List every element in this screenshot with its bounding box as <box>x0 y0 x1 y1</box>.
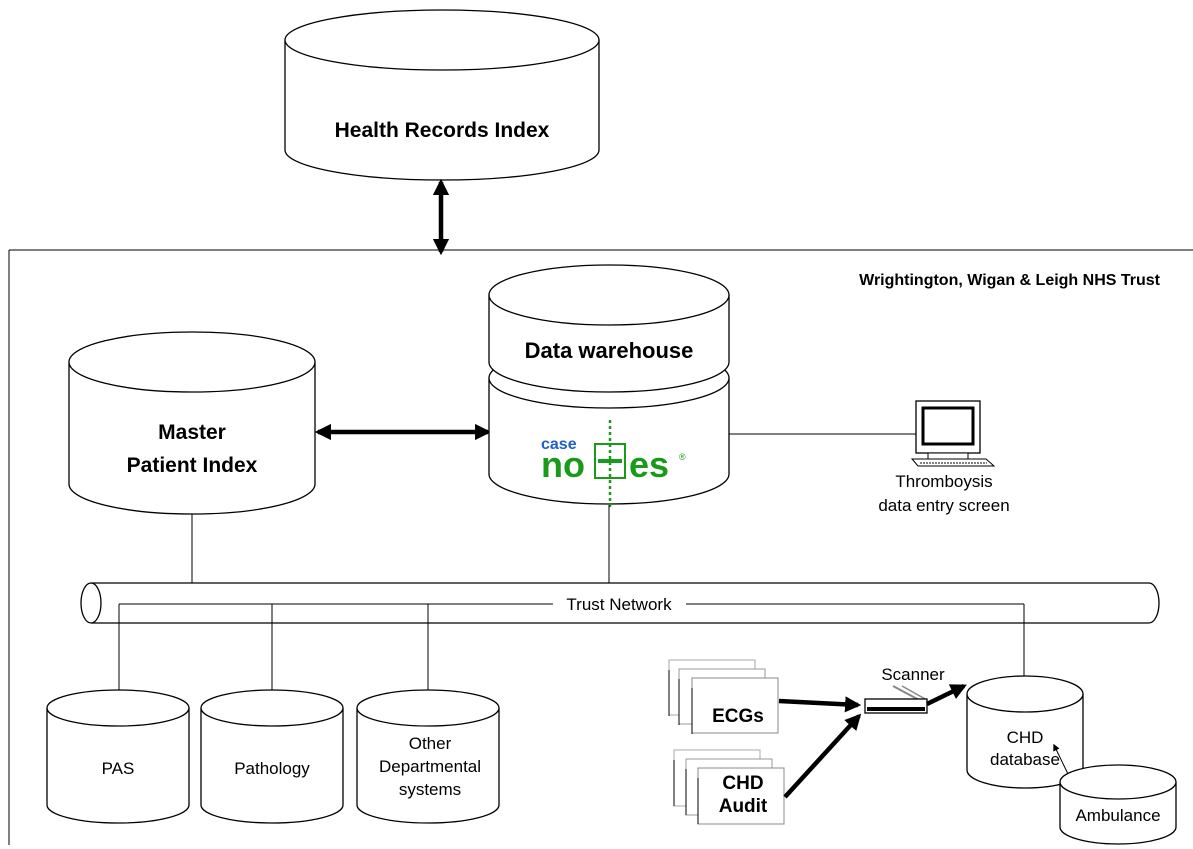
other-departmental-cylinder <box>356 689 500 824</box>
chd-database-cylinder <box>966 675 1084 789</box>
other-departmental-line3: systems <box>399 780 461 799</box>
chd-audit-line1: CHD <box>722 773 763 794</box>
chd-database-line2: database <box>990 750 1060 769</box>
logo-es-text: es <box>629 444 669 485</box>
logo-no-text: no <box>541 444 585 485</box>
ambulance-to-chd-arrow <box>1053 743 1069 775</box>
audit-to-scanner-arrow <box>783 713 862 799</box>
mpi-label-line1: Master <box>158 421 226 444</box>
scanner-icon <box>864 685 928 714</box>
ecgs-documents <box>668 659 779 734</box>
thromboysis-label-line2: data entry screen <box>878 496 1009 515</box>
health-records-index-cylinder <box>284 9 600 181</box>
chd-database-line1: CHD <box>1007 728 1044 747</box>
other-departmental-line2: Departmental <box>379 757 481 776</box>
data-warehouse-label: Data warehouse <box>525 338 694 363</box>
scanner-label: Scanner <box>881 665 945 684</box>
health-records-index-label: Health Records Index <box>335 119 550 142</box>
pas-label: PAS <box>102 759 135 778</box>
trust-boundary <box>8 249 1193 845</box>
computer-terminal-icon <box>910 400 996 467</box>
ecgs-label: ECGs <box>712 706 764 727</box>
mpi-label-line2: Patient Index <box>127 454 258 477</box>
chd-audit-documents <box>673 749 785 825</box>
pas-cylinder <box>46 689 190 824</box>
ecgs-to-scanner-arrow <box>778 696 862 713</box>
chd-audit-line2: Audit <box>719 796 768 817</box>
trust-network-label: Trust Network <box>566 595 672 614</box>
pathology-label: Pathology <box>234 759 310 778</box>
scanner-to-chd-arrow <box>926 683 967 707</box>
logo-case-text: case <box>541 436 577 453</box>
other-departmental-line1: Other <box>409 734 452 753</box>
pathology-cylinder <box>200 689 344 824</box>
logo-registered-mark: ® <box>679 452 686 462</box>
ambulance-label: Ambulance <box>1075 806 1160 825</box>
trust-name-label: Wrightington, Wigan & Leigh NHS Trust <box>859 272 1161 289</box>
thromboysis-label-line1: Thromboysis <box>895 472 992 491</box>
ambulance-cylinder <box>1059 764 1177 845</box>
casenotes-logo: case no es ® <box>541 420 686 508</box>
